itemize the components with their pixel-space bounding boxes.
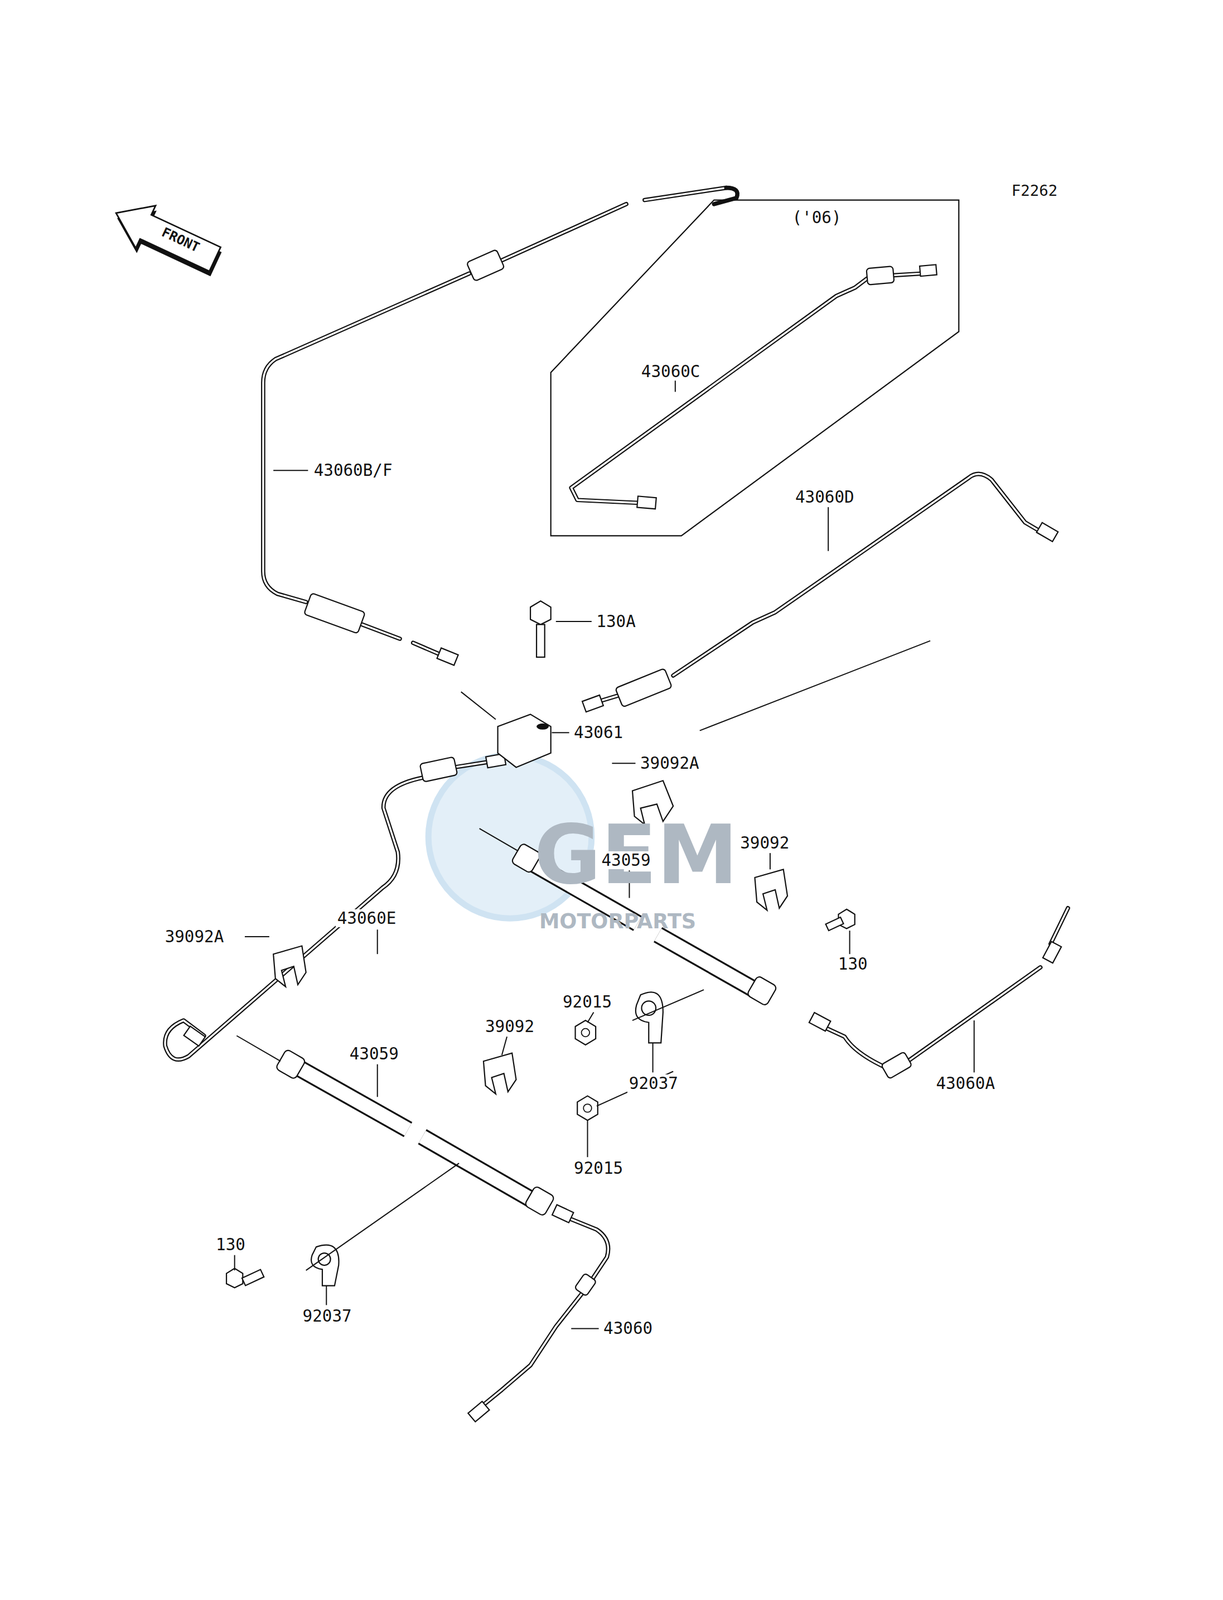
- part-number: 43060: [601, 1318, 655, 1337]
- part-number: 92037: [301, 1306, 354, 1325]
- part-number: 39092A: [163, 927, 226, 946]
- part-number: 43060B/F: [312, 461, 395, 480]
- part-number: 130: [836, 954, 870, 973]
- front-arrow: [104, 191, 228, 286]
- part-number: 39092: [738, 833, 791, 852]
- leader-lines: [234, 380, 975, 1328]
- pipes: [165, 187, 1068, 1409]
- clips-clamps-nuts: [273, 780, 788, 1285]
- part-number: 130: [214, 1235, 248, 1254]
- part-number: 43060D: [793, 487, 857, 506]
- part-number: 92015: [572, 1158, 625, 1177]
- variant-box: [550, 200, 960, 536]
- sleeves-and-fittings: [184, 249, 1062, 1422]
- model-year-note: ('06): [790, 208, 843, 226]
- part-number: 130A: [594, 612, 637, 631]
- part-number: 43060C: [639, 362, 703, 381]
- tee-and-bolts: [226, 600, 855, 1288]
- part-number: 92015: [561, 992, 614, 1011]
- part-number: 39092A: [638, 753, 702, 772]
- part-number: 39092: [483, 1017, 536, 1036]
- part-number: 43059: [347, 1044, 401, 1063]
- figure-code: F2262: [1009, 182, 1060, 200]
- watermark-text: MOTORPARTS: [537, 909, 698, 932]
- part-number: 92037: [627, 1074, 680, 1092]
- part-number: 43061: [572, 723, 625, 742]
- part-number: 43060E: [335, 909, 399, 927]
- part-number: 43059: [599, 851, 652, 869]
- part-number: 43060A: [934, 1074, 997, 1092]
- direction-label: FRONT: [157, 224, 203, 256]
